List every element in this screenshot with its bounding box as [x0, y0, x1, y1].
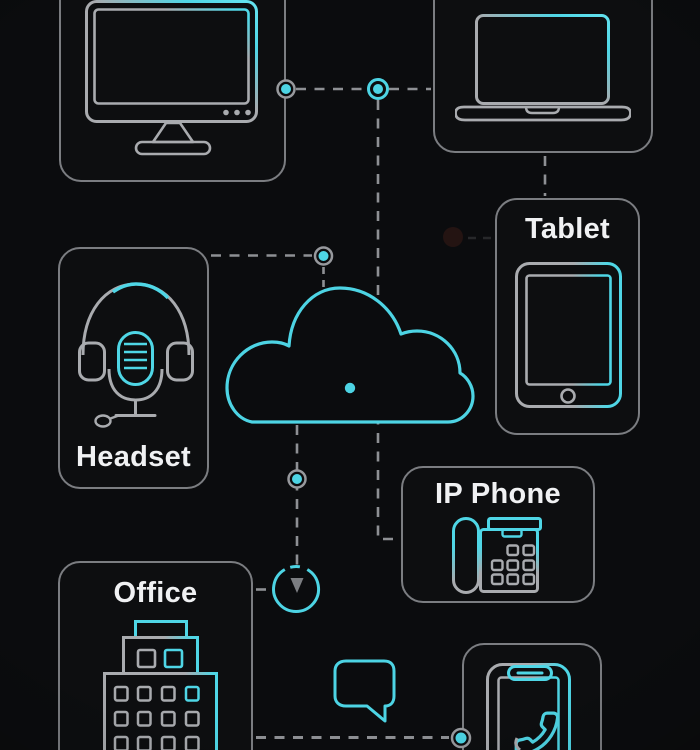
office-card: Office	[58, 561, 253, 750]
tablet-label: Tablet	[524, 213, 611, 245]
tablet-icon	[515, 262, 622, 408]
monitor-card	[59, 0, 286, 182]
node-to-ipphone-line	[376, 100, 399, 541]
ip-phone-card: IP Phone	[401, 466, 595, 603]
cloud-center-dot	[344, 382, 356, 394]
ip-phone-icon	[452, 517, 542, 594]
monitor-icon	[85, 0, 258, 156]
headset-card: Headset	[58, 247, 209, 489]
connector-nodes	[276, 78, 472, 749]
arrow-down-icon	[290, 578, 304, 593]
keypad	[490, 544, 536, 586]
office-label: Office	[113, 577, 198, 609]
laptop-card	[433, 0, 653, 153]
connector-node-hub	[367, 78, 389, 100]
office-windows	[113, 685, 200, 750]
smartphone-card	[462, 643, 602, 750]
ip-phone-label: IP Phone	[435, 478, 561, 510]
laptop-icon	[455, 14, 631, 122]
chat-bubble-icon	[333, 659, 396, 723]
tablet-card: Tablet	[495, 198, 640, 435]
headset-label: Headset	[76, 441, 191, 473]
smartphone-call-icon	[486, 663, 571, 750]
faint-ghost-node	[443, 227, 494, 247]
connector-node-cloud-top	[313, 246, 334, 266]
cloud-icon	[225, 286, 475, 424]
office-building-icon	[103, 620, 218, 750]
target-circle-icon	[272, 565, 321, 613]
headset-icon	[78, 282, 194, 428]
connector-node-cloud-bottom	[287, 469, 307, 489]
